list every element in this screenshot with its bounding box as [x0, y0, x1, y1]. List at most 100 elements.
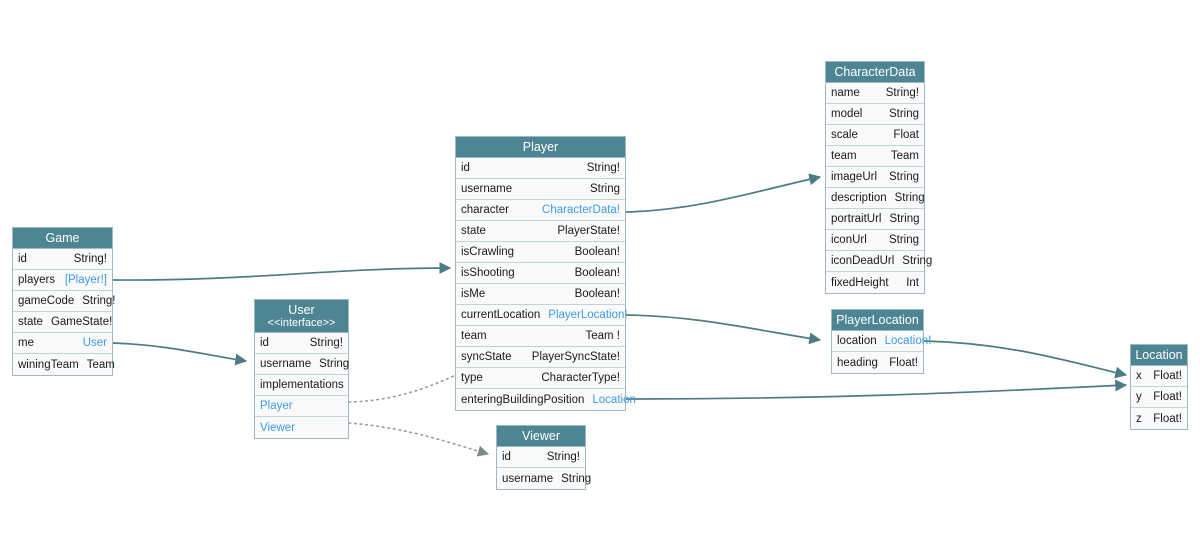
field-name: enteringBuildingPosition	[461, 393, 585, 406]
field-row[interactable]: enteringBuildingPosition Location	[456, 389, 636, 410]
field-name: location	[837, 335, 877, 347]
entity-player[interactable]: Player id String! username String charac…	[455, 136, 636, 411]
field-type[interactable]: Location	[592, 393, 636, 406]
field-row[interactable]: syncState PlayerSyncState!	[456, 347, 625, 368]
field-type[interactable]: PlayerLocation!	[548, 309, 628, 321]
field-row[interactable]: team Team !	[456, 326, 625, 347]
field-row[interactable]: type CharacterType!	[456, 368, 625, 389]
entity-user[interactable]: User <<interface>> id String! username S…	[254, 299, 349, 439]
field-name: z	[1136, 412, 1142, 425]
field-type: String	[589, 183, 620, 195]
field-row[interactable]: isShooting Boolean!	[456, 263, 625, 284]
field-name: id	[461, 162, 470, 174]
field-row[interactable]: id String!	[497, 447, 585, 468]
field-name: scale	[831, 129, 858, 141]
implementation-row[interactable]: Player	[255, 396, 348, 417]
field-row[interactable]: id String!	[255, 333, 348, 354]
entity-characterdata[interactable]: CharacterData name String! model String …	[825, 61, 932, 294]
field-type: Boolean!	[574, 267, 620, 279]
field-name: imageUrl	[831, 171, 878, 183]
field-name: gameCode	[18, 295, 75, 307]
field-type: String	[888, 171, 919, 183]
field-type: String	[888, 234, 919, 246]
field-row[interactable]: isMe Boolean!	[456, 284, 625, 305]
implementation-row[interactable]: Viewer	[255, 417, 348, 438]
field-row[interactable]: name String!	[826, 83, 924, 104]
entity-viewer[interactable]: Viewer id String! username String	[496, 425, 591, 490]
field-name: players	[18, 274, 56, 286]
field-row[interactable]: team Team	[826, 146, 924, 167]
field-row[interactable]: location Location!	[832, 331, 931, 352]
entity-user-stereotype: <<interface>>	[267, 317, 336, 329]
field-name: team	[831, 150, 857, 162]
field-type: Float!	[1153, 370, 1182, 382]
field-row[interactable]: state PlayerState!	[456, 221, 625, 242]
field-row[interactable]: me User	[13, 333, 112, 354]
field-row[interactable]: iconUrl String	[826, 230, 924, 251]
field-name: me	[18, 337, 34, 349]
field-name: type	[461, 372, 483, 384]
field-row[interactable]: character CharacterData!	[456, 200, 625, 221]
field-name: winingTeam	[18, 358, 79, 371]
entity-user-title: User <<interface>>	[255, 300, 348, 333]
field-row[interactable]: iconDeadUrl String	[826, 251, 932, 272]
field-row[interactable]: winingTeam Team	[13, 354, 115, 375]
field-type: String!	[309, 337, 343, 349]
field-name: team	[461, 330, 487, 342]
field-row[interactable]: username String	[456, 179, 625, 200]
field-row[interactable]: currentLocation PlayerLocation!	[456, 305, 628, 326]
field-row[interactable]: x Float!	[1131, 366, 1187, 387]
field-row[interactable]: players [Player!]	[13, 270, 112, 291]
field-name: username	[461, 183, 513, 195]
field-name: id	[260, 337, 269, 349]
field-row[interactable]: gameCode String!	[13, 291, 116, 312]
field-row[interactable]: z Float!	[1131, 408, 1187, 429]
field-name: state	[461, 225, 486, 237]
field-name: id	[502, 451, 511, 463]
entity-playerlocation-title: PlayerLocation	[832, 310, 923, 331]
field-row[interactable]: id String!	[13, 249, 112, 270]
field-row[interactable]: y Float!	[1131, 387, 1187, 408]
edge-game-me-to-user	[112, 342, 248, 366]
field-row[interactable]: description String	[826, 188, 925, 209]
field-row[interactable]: heading Float!	[832, 352, 923, 373]
field-row[interactable]: scale Float	[826, 125, 924, 146]
field-row[interactable]: fixedHeight Int	[826, 272, 924, 293]
field-type[interactable]: Location!	[884, 335, 932, 347]
entity-viewer-title: Viewer	[497, 426, 585, 447]
field-name: character	[461, 204, 509, 216]
field-name: heading	[837, 356, 878, 369]
field-row[interactable]: id String!	[456, 158, 625, 179]
field-type: Float!	[889, 356, 918, 369]
entity-player-title: Player	[456, 137, 625, 158]
field-row[interactable]: username String	[255, 354, 350, 375]
field-type: GameState!	[50, 316, 113, 328]
field-type: CharacterType!	[541, 372, 620, 384]
field-type[interactable]: CharacterData!	[542, 204, 620, 216]
field-type: String	[561, 472, 592, 485]
field-type: PlayerSyncState!	[531, 351, 620, 363]
field-row[interactable]: imageUrl String	[826, 167, 924, 188]
field-name: fixedHeight	[831, 276, 889, 289]
field-type[interactable]: [Player!]	[64, 274, 107, 286]
field-row[interactable]: model String	[826, 104, 924, 125]
field-name: isCrawling	[461, 246, 515, 258]
edge-playerlocation-location-to-location	[923, 340, 1128, 379]
entity-game[interactable]: Game id String! players [Player!] gameCo…	[12, 227, 116, 376]
field-type: Float!	[1153, 412, 1182, 425]
field-row[interactable]: portraitUrl String	[826, 209, 924, 230]
field-row[interactable]: isCrawling Boolean!	[456, 242, 625, 263]
field-type: String!	[586, 162, 620, 174]
field-type: Team	[890, 150, 919, 162]
field-type: Float!	[1153, 391, 1182, 403]
field-type[interactable]: User	[82, 337, 107, 349]
field-row[interactable]: username String	[497, 468, 591, 489]
entity-location[interactable]: Location x Float! y Float! z Float!	[1130, 344, 1188, 430]
field-type: String	[319, 358, 350, 370]
field-row[interactable]: state GameState!	[13, 312, 112, 333]
entity-playerlocation[interactable]: PlayerLocation location Location! headin…	[831, 309, 931, 374]
implementation-name[interactable]: Player	[260, 400, 293, 412]
field-name: model	[831, 108, 863, 120]
implementation-name[interactable]: Viewer	[260, 421, 295, 434]
